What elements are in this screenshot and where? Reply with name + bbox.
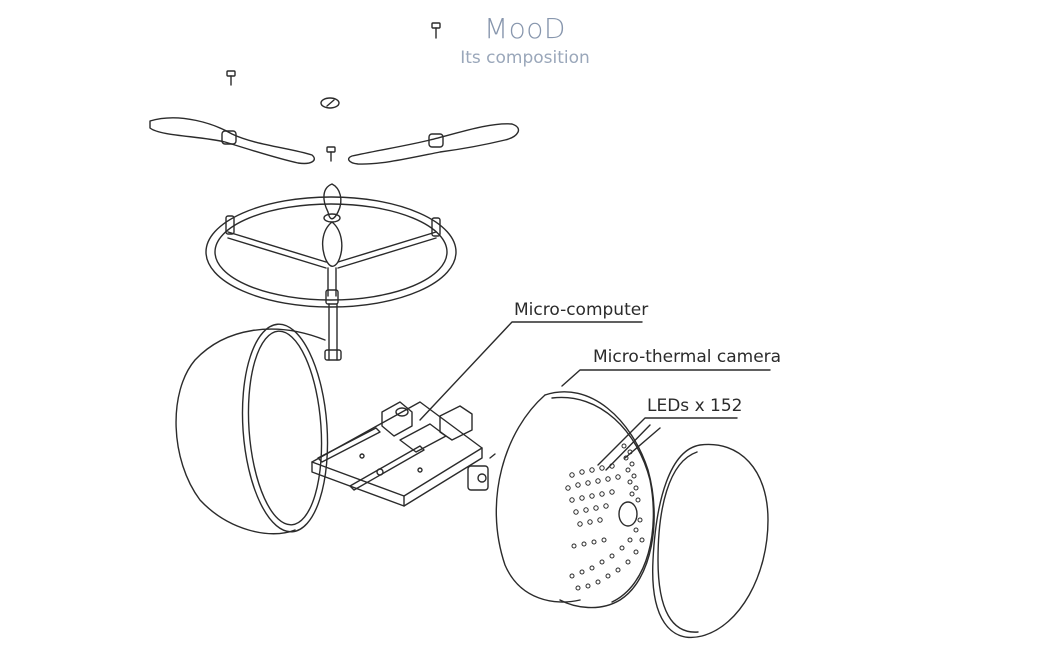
thermal-camera-lens xyxy=(619,502,637,526)
diagram-subtitle: Its composition xyxy=(460,48,590,68)
propeller-blade-right xyxy=(349,124,519,164)
screw-icon xyxy=(432,23,440,38)
micro-computer-board xyxy=(312,402,482,506)
label-micro-computer: Micro-computer xyxy=(514,300,649,320)
leader-lines xyxy=(420,322,770,470)
led-array xyxy=(566,444,644,590)
diagram-title: MooD xyxy=(484,12,566,45)
left-hemisphere-shell xyxy=(176,321,334,534)
screw-icon xyxy=(227,71,235,85)
propeller-blade-left xyxy=(150,118,314,164)
switch-component xyxy=(468,454,495,490)
screw-icon xyxy=(327,147,335,161)
propeller-frame xyxy=(206,184,456,360)
front-cover-shell xyxy=(653,444,768,637)
label-leds: LEDs x 152 xyxy=(647,396,743,416)
nut-icon xyxy=(321,98,339,108)
led-hemisphere-shell xyxy=(496,392,654,608)
label-micro-thermal-camera: Micro-thermal camera xyxy=(593,347,782,367)
